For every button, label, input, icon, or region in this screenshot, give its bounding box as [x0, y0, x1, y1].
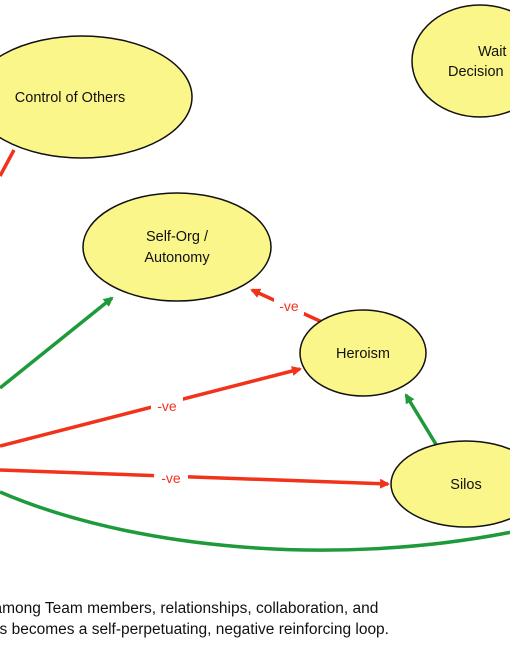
- node-self-org-autonomy: Self-Org / Autonomy: [82, 192, 272, 302]
- node-waiting-for-decisions: Wait Decision: [411, 4, 510, 118]
- edge-left-to-silos: [0, 468, 390, 489]
- edge-left-to-heroism: [0, 366, 302, 448]
- edge-labels: -ve -ve -ve: [151, 297, 304, 487]
- node-label-self-org-line-2: Autonomy: [144, 250, 210, 266]
- edge-bottom-loop: [0, 490, 510, 552]
- edge-label-heroism-self-org: -ve: [279, 298, 299, 314]
- diagram-caption: lk among Team members, relationships, co…: [0, 598, 510, 640]
- caption-line-1: lk among Team members, relationships, co…: [0, 600, 379, 617]
- node-control-of-others: Control of Others: [0, 35, 193, 159]
- node-label-control-of-others: Control of Others: [15, 90, 125, 106]
- node-label-heroism: Heroism: [336, 346, 390, 362]
- node-label-waiting-line-1: Wait: [478, 44, 506, 60]
- edge-silos-to-heroism: [404, 393, 439, 447]
- node-label-silos: Silos: [450, 477, 481, 493]
- node-label-waiting-line-2: Decision: [448, 64, 504, 80]
- node-label-self-org-line-1: Self-Org /: [146, 229, 209, 245]
- edge-left-to-self-org: [0, 296, 114, 390]
- edge-label-left-silos: -ve: [161, 470, 181, 486]
- edge-label-left-heroism: -ve: [157, 398, 177, 414]
- node-heroism: Heroism: [299, 309, 427, 397]
- caption-line-2: This becomes a self-perpetuating, negati…: [0, 621, 389, 638]
- node-silos: Silos: [390, 440, 510, 528]
- edge-control-out: [0, 149, 16, 177]
